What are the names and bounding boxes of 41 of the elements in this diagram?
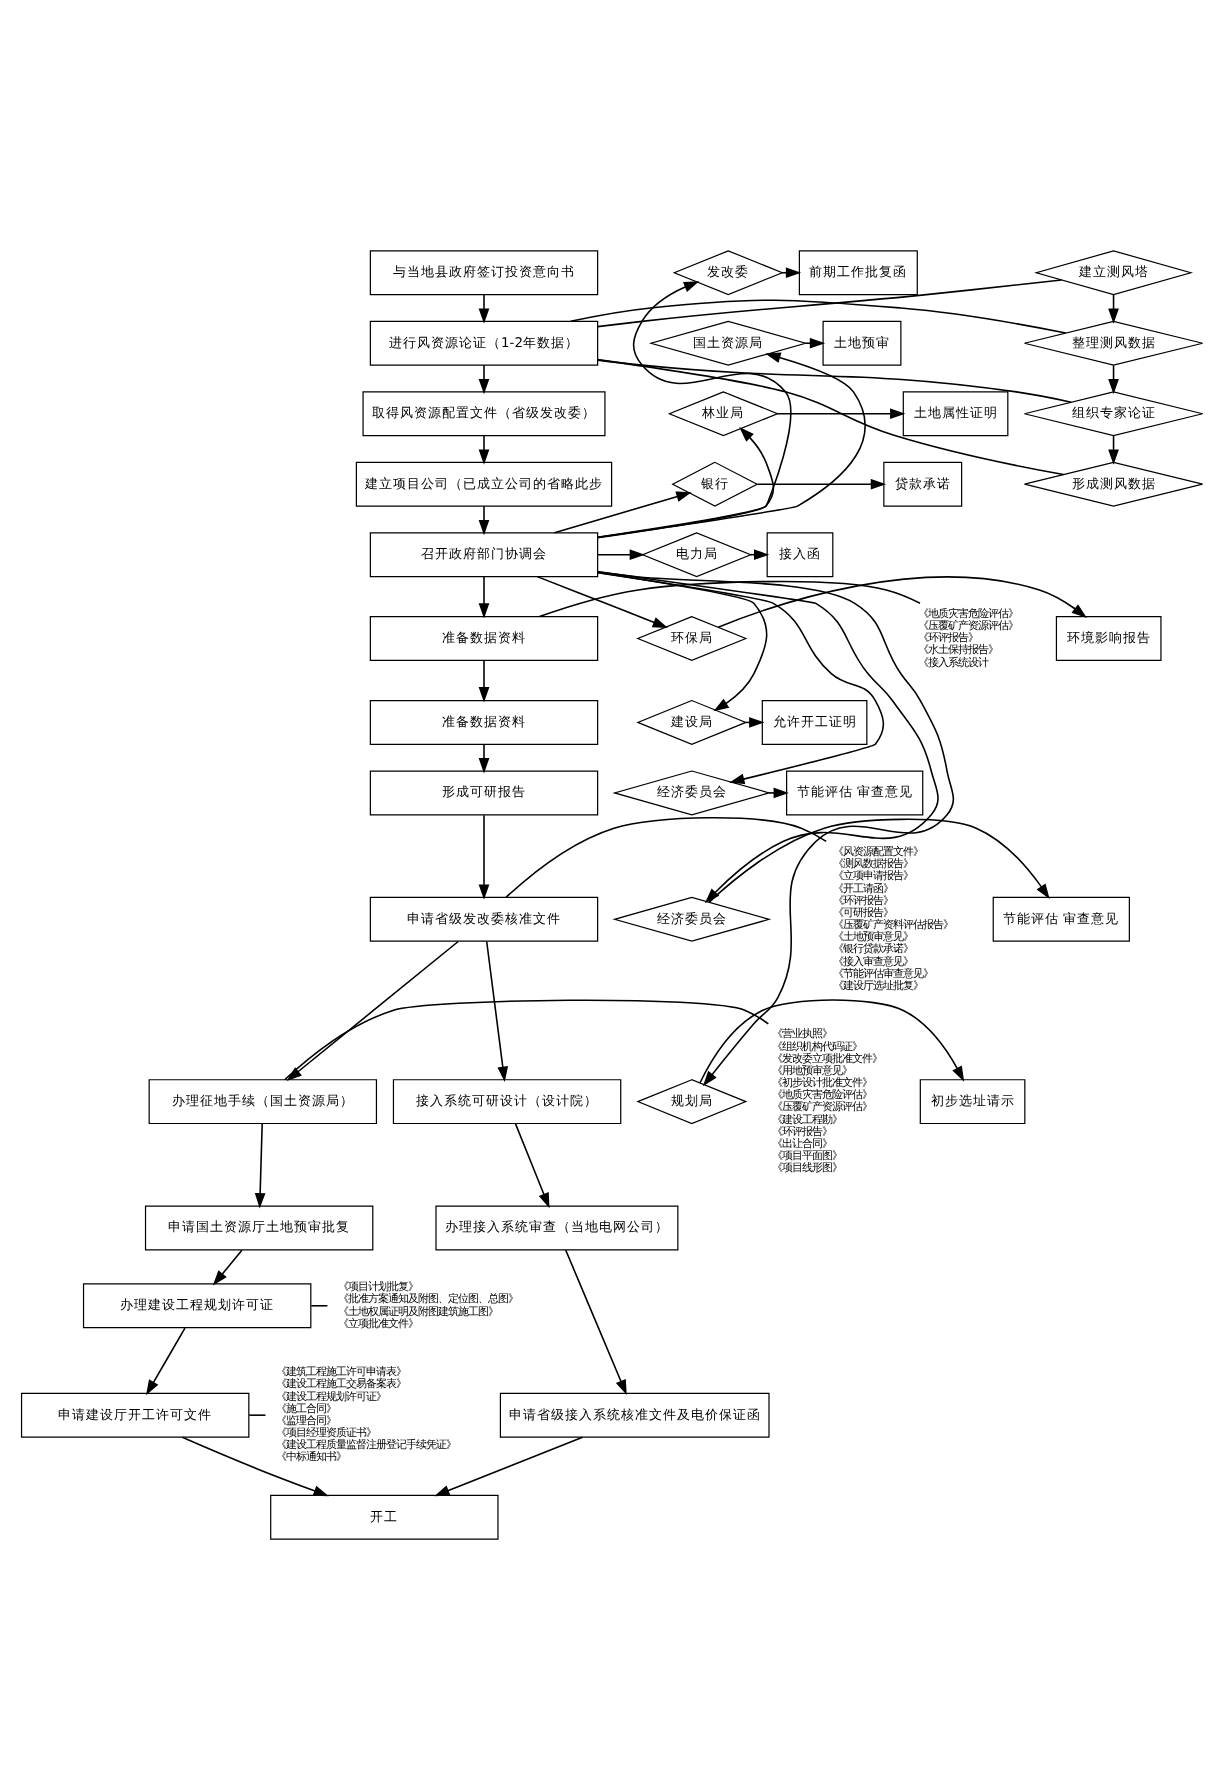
arrow: [708, 817, 1050, 902]
arrow: [212, 1248, 243, 1285]
arrow: [564, 1248, 627, 1395]
connector: [248, 1413, 267, 1415]
arrow: [146, 1326, 186, 1395]
arrow: [254, 1122, 266, 1208]
arrow: [181, 1435, 329, 1496]
arrow: [596, 426, 775, 538]
arrow: [597, 548, 645, 560]
arrow: [804, 336, 826, 348]
connector: [538, 579, 921, 617]
connector: [597, 358, 1072, 402]
arrow: [478, 292, 490, 323]
arrow: [478, 742, 490, 773]
connector: [569, 298, 1067, 333]
arrow: [597, 570, 885, 784]
arrow: [699, 998, 965, 1083]
arrow: [434, 1435, 584, 1496]
arrow: [781, 266, 802, 278]
arrow: [478, 504, 490, 535]
arrow: [514, 1122, 550, 1208]
arrow: [597, 351, 866, 538]
arrow: [478, 433, 490, 464]
connector: [596, 357, 1065, 475]
arrow: [485, 939, 509, 1081]
connector: [597, 278, 1063, 327]
connector: [505, 816, 827, 898]
arrow: [768, 786, 789, 798]
arrow: [597, 569, 939, 903]
arrow: [536, 574, 668, 627]
arrow: [717, 575, 1087, 627]
arrow: [756, 477, 887, 489]
arrow: [553, 490, 692, 533]
connector: [310, 1304, 329, 1306]
arrow: [478, 575, 490, 618]
arrow: [596, 280, 792, 537]
arrow: [597, 569, 955, 1086]
arrow: [478, 813, 490, 899]
arrow: [776, 407, 906, 419]
arrow: [478, 363, 490, 394]
arrow: [478, 658, 490, 702]
